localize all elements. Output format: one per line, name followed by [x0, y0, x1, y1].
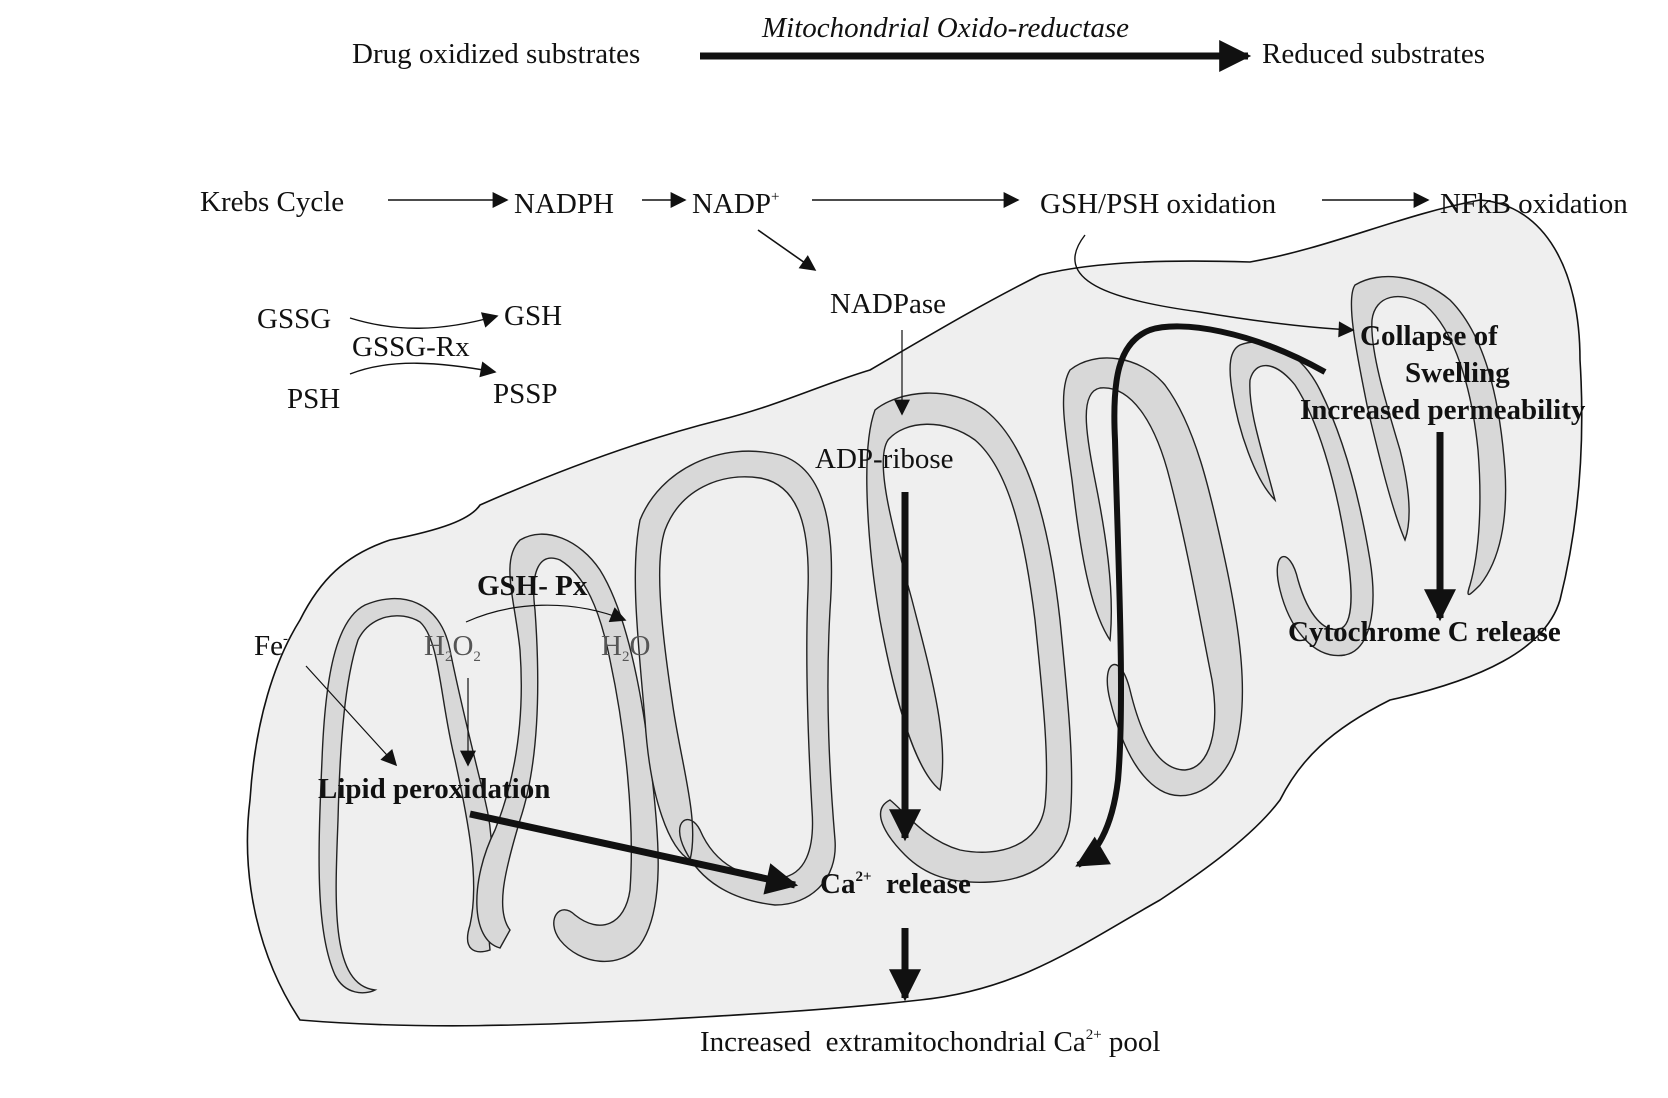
h2o-h: H [601, 630, 622, 662]
ca-text: Ca [820, 868, 856, 900]
lipid-peroxidation-label: Lipid peroxidation [318, 773, 551, 805]
crista-2 [476, 533, 659, 963]
crista-6 [1229, 341, 1374, 657]
pool-prefix: Increased extramitochondrial Ca [700, 1026, 1086, 1058]
collapse-of-label: Collapse of [1360, 320, 1498, 352]
fe-to-lipid-arrow [305, 665, 398, 767]
adp-ribose-label: ADP-ribose [815, 443, 954, 475]
increased-permeability-label: Increased permeability [1300, 394, 1586, 426]
lipid-to-ca-arrow [469, 810, 799, 895]
reduced-substrates-label: Reduced substrates [1262, 38, 1486, 70]
gssg-rx-label: GSSG-Rx [352, 331, 470, 363]
fe-charge: - [283, 631, 288, 647]
pool-suffix: pool [1101, 1026, 1161, 1058]
nadp-text: NADP [692, 188, 771, 220]
swelling-label: Swelling [1405, 357, 1510, 389]
h2o-label: H2O [601, 632, 650, 665]
oxido-reductase-label: Mitochondrial Oxido-reductase [762, 12, 1129, 44]
krebs-cycle-label: Krebs Cycle [200, 186, 345, 218]
gsh-psh-to-collapse-arrow [1074, 234, 1355, 338]
nadp-label: NADP+ [692, 190, 779, 219]
crista-3 [634, 450, 836, 906]
h2o2-sub-b: 2 [473, 649, 481, 665]
crista-7 [1350, 275, 1507, 596]
nadpase-label: NADPase [830, 288, 946, 320]
extramitochondrial-ca-pool-label: Increased extramitochondrial Ca2+ pool [700, 1028, 1160, 1057]
psh-to-pssp-arrow [349, 361, 497, 378]
gsh-px-label: GSH- Px [477, 570, 588, 602]
h2o-sub: 2 [621, 649, 630, 665]
crista-1 [318, 597, 493, 994]
gsh-label: GSH [504, 300, 563, 332]
gsh-psh-oxidation-label: GSH/PSH oxidation [1040, 188, 1277, 220]
gssg-label: GSSG [257, 303, 332, 335]
h2o2-label: H2O2 [424, 632, 481, 665]
crista-5 [1062, 357, 1244, 797]
cristae [318, 275, 1507, 994]
psh-label: PSH [287, 383, 341, 415]
pool-charge: 2+ [1085, 1027, 1102, 1043]
crista-4 [866, 392, 1073, 883]
h2o2-sub-a: 2 [444, 649, 453, 665]
h2o2-o: O [452, 630, 474, 662]
ca-release-text: release [871, 868, 971, 900]
drug-oxidized-substrates-label: Drug oxidized substrates [352, 38, 641, 70]
nadp-to-nadpase-arrow [757, 229, 817, 271]
gssg-to-gsh-arrow [349, 312, 499, 329]
fe-label: Fe- [254, 632, 288, 661]
h2o2-h: H [424, 630, 445, 662]
nadp-charge: + [770, 189, 780, 205]
nadph-label: NADPH [514, 188, 614, 220]
nfkb-oxidation-label: NFkB oxidation [1440, 188, 1628, 220]
collapse-loop-to-ca-arrow [1075, 323, 1327, 868]
ca-charge: 2+ [855, 869, 872, 885]
h2o-o: O [629, 630, 651, 662]
pssp-label: PSSP [493, 378, 558, 410]
cytochrome-c-release-label: Cytochrome C release [1288, 616, 1561, 648]
fe-text: Fe [254, 630, 283, 662]
h2o2-to-h2o-arrow [465, 604, 627, 623]
ca-release-label: Ca2+ release [820, 870, 971, 899]
